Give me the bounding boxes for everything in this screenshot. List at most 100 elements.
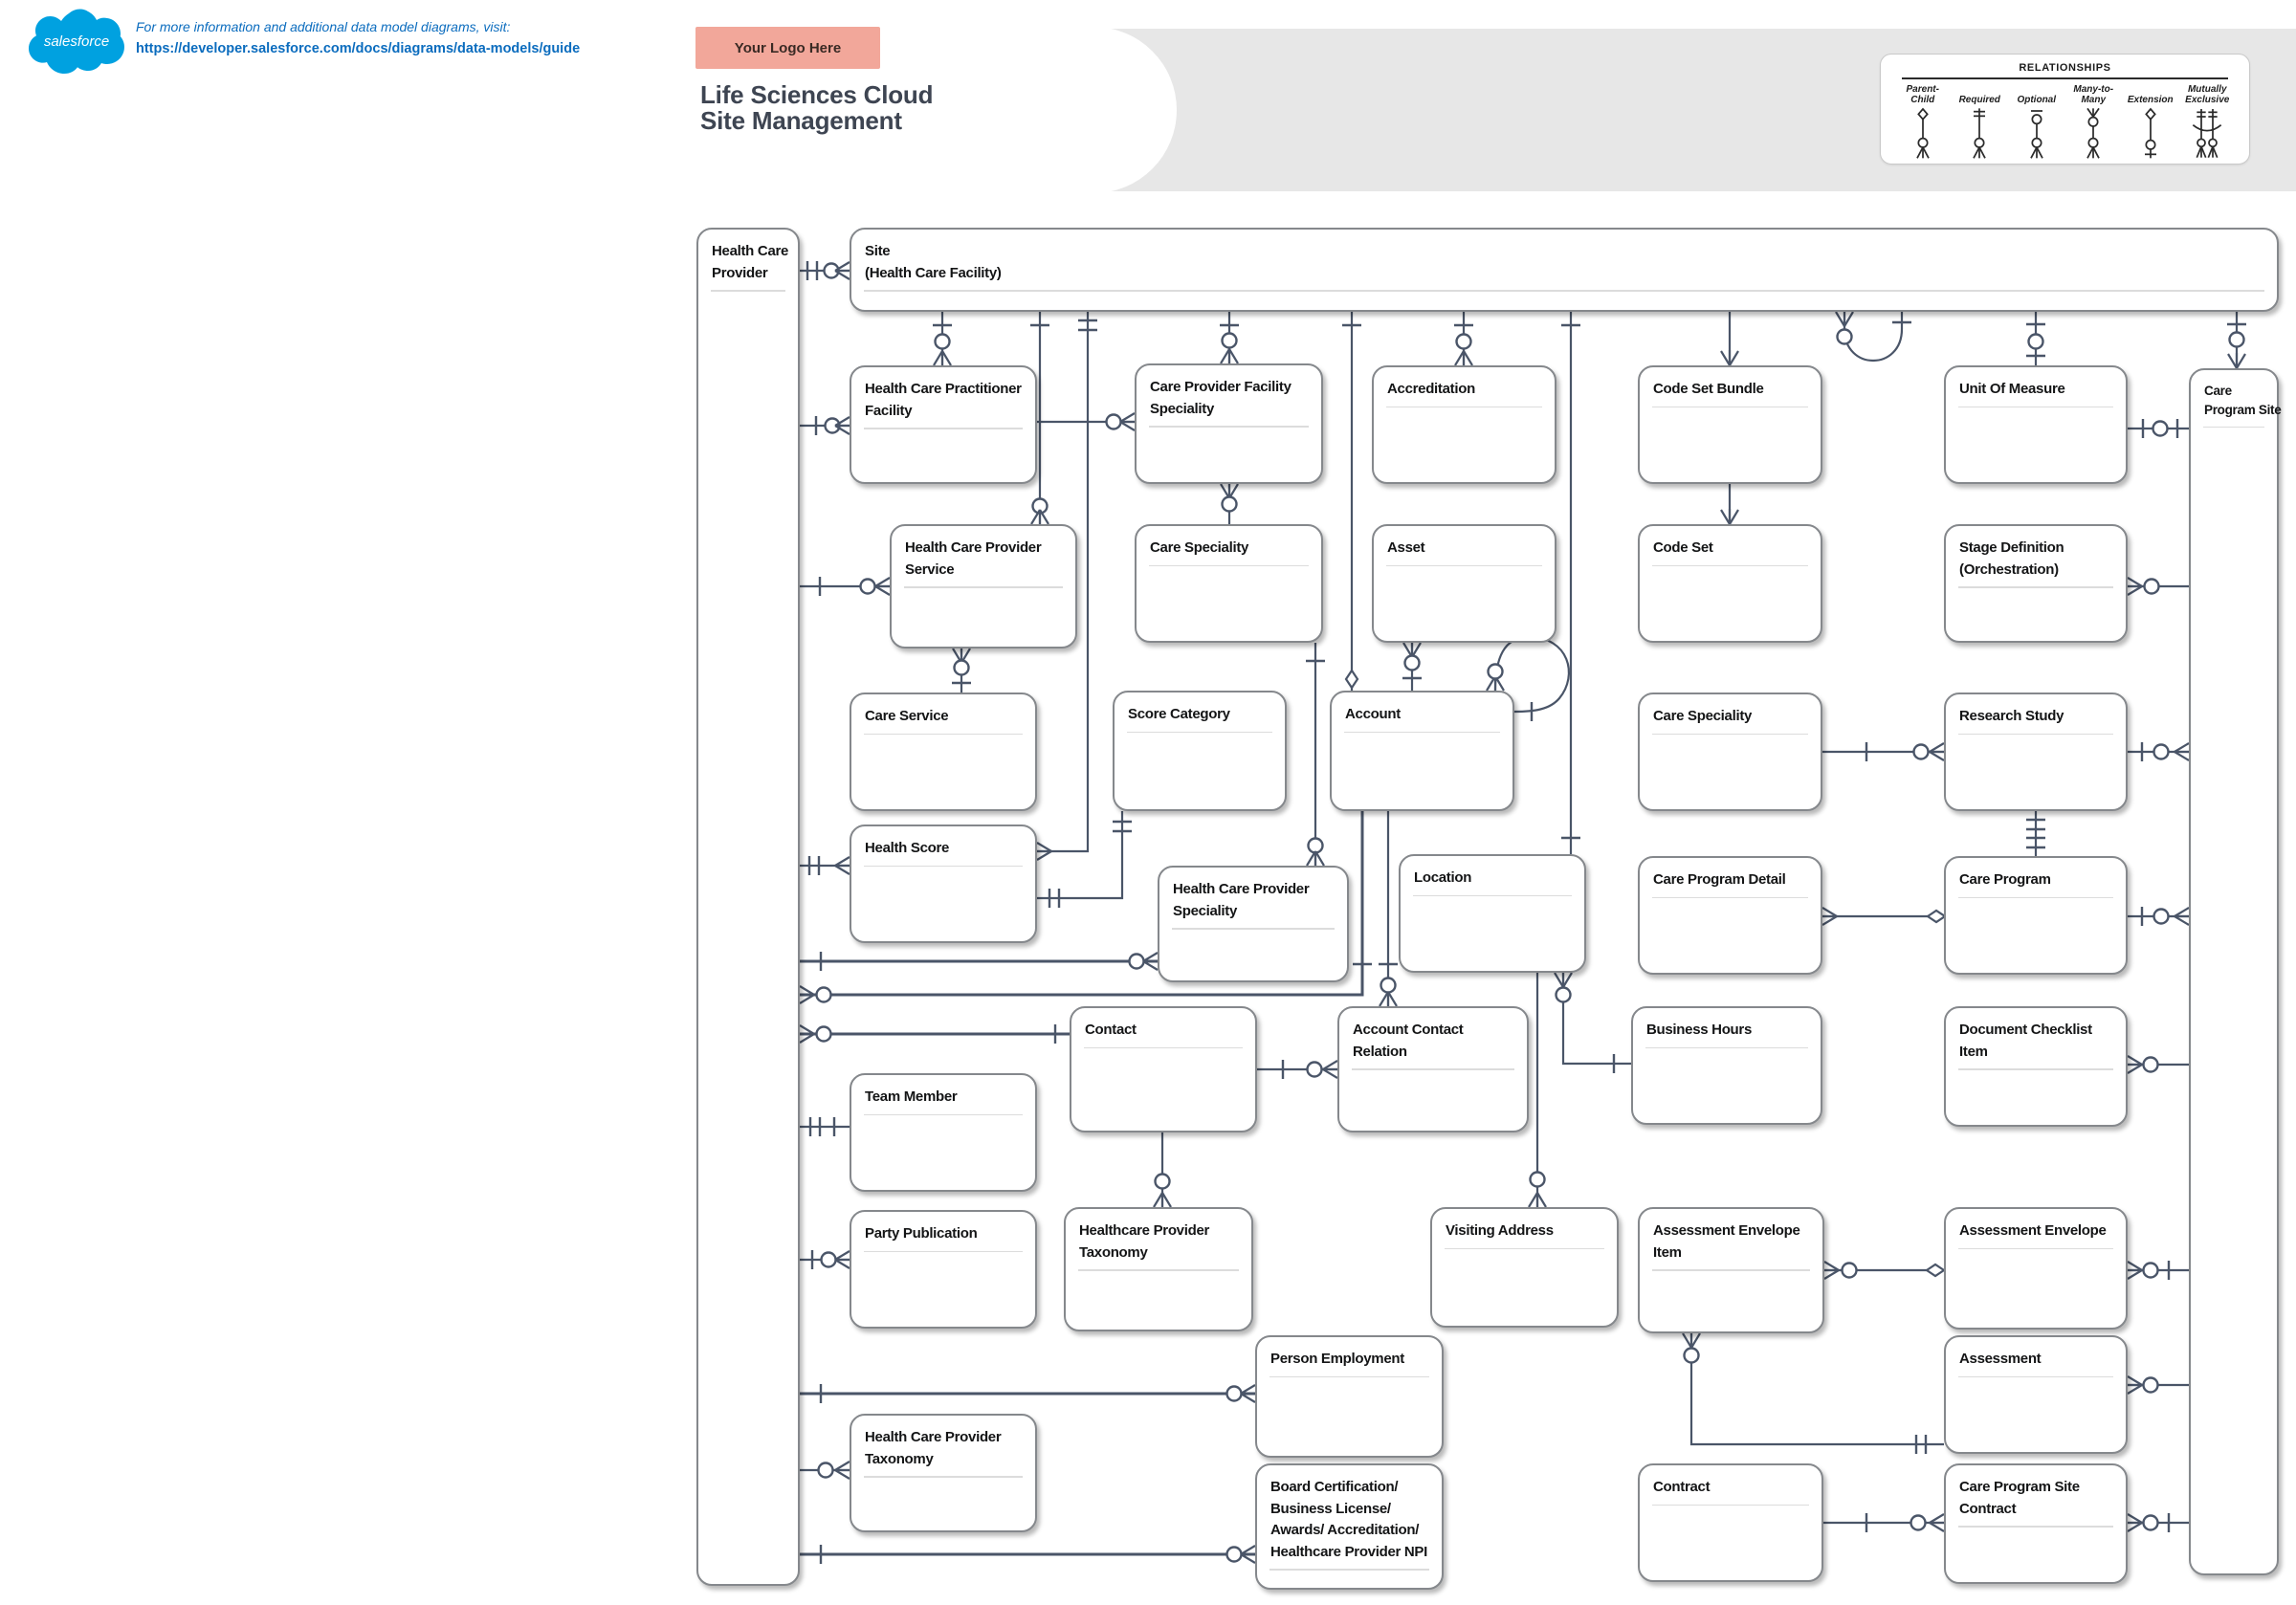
legend-item-label: Required (1958, 95, 2000, 106)
entity-location: Location (1399, 854, 1586, 973)
entity-label: Business Hours (1646, 1022, 1752, 1038)
entity-label: Care Program Site (1959, 1479, 2080, 1495)
entity-label: Health Care Provider (1173, 881, 1310, 897)
entity-separator (1084, 1046, 1243, 1049)
page-title-line1: Life Sciences Cloud (700, 80, 934, 109)
entity-visitingaddress: Visiting Address (1430, 1207, 1619, 1328)
parent-child-icon (1894, 107, 1952, 161)
entity-label: Item (1653, 1243, 1682, 1261)
legend-item-optional: Optional (2008, 83, 2065, 161)
mutually-exclusive-icon (2179, 107, 2237, 161)
entity-separator (1958, 733, 2113, 736)
entity-label: Care Program (1959, 871, 2051, 888)
entity-label: Asset (1387, 539, 1425, 556)
entity-account: Account (1330, 691, 1514, 811)
entity-label: Provider (712, 264, 768, 281)
many-to-many-icon (2065, 107, 2123, 161)
entity-label: Unit Of Measure (1959, 381, 2065, 397)
extension-icon (2122, 107, 2179, 161)
entity-label: Taxonomy (1079, 1243, 1148, 1261)
entity-label: Person Employment (1270, 1351, 1404, 1367)
entity-label: Service (905, 561, 955, 578)
entity-label: (Orchestration) (1959, 561, 2059, 578)
entity-cpd: Care Program Detail (1638, 856, 1822, 975)
legend-item-parent-child: Parent-Child (1894, 83, 1952, 161)
entity-label: Account Contact (1353, 1022, 1464, 1038)
entity-label: Care Provider Facility (1150, 379, 1292, 395)
entity-label: Business License/ (1270, 1500, 1391, 1517)
entity-separator (1645, 1046, 1808, 1049)
entity-stagedef: Stage Definition (Orchestration) (1944, 524, 2128, 643)
entity-separator (1958, 1375, 2113, 1378)
entity-label: Health Care Practitioner (865, 381, 1022, 397)
entity-separator (1269, 1569, 1429, 1571)
entity-label: Speciality (1150, 400, 1215, 417)
entity-label: Assessment Envelope (1653, 1222, 1800, 1239)
entity-separator (1958, 1526, 2113, 1528)
entity-separator (864, 733, 1023, 736)
info-text: For more information and additional data… (136, 19, 580, 56)
entity-healthscore: Health Score (850, 824, 1037, 943)
legend-rule (1902, 77, 2228, 79)
legend-item-label: Child (1910, 95, 1935, 106)
entity-separator (864, 865, 1023, 868)
entity-separator (1958, 406, 2113, 408)
entity-label: Speciality (1173, 902, 1238, 919)
entity-asset: Asset (1372, 524, 1556, 643)
entity-separator (1413, 894, 1572, 897)
entity-separator (1172, 928, 1335, 930)
entity-label: Healthcare Provider NPI (1270, 1543, 1428, 1560)
entity-separator (1958, 1068, 2113, 1070)
legend-item-many-to-many: Many-to-Many (2065, 83, 2123, 161)
page-title-line2: Site Management (700, 106, 902, 136)
entity-researchstudy: Research Study (1944, 693, 2128, 811)
entity-label: Item (1959, 1043, 1988, 1060)
entity-label: Health Score (865, 840, 950, 856)
entity-label: Board Certification/ (1270, 1479, 1399, 1495)
entity-label: Contract (1959, 1500, 2017, 1517)
legend-item-label: Many (2081, 95, 2107, 106)
entity-separator (1652, 564, 1808, 567)
page-title: Life Sciences Cloud Site Management (700, 80, 934, 136)
entity-label: Program Site (2204, 403, 2282, 418)
entity-boardcert: Board Certification/Business License/Awa… (1255, 1463, 1444, 1590)
info-line: For more information and additional data… (136, 19, 511, 34)
entity-separator (1149, 564, 1309, 567)
entity-separator (864, 428, 1023, 429)
required-icon (1952, 107, 2009, 161)
entity-separator (1344, 731, 1500, 734)
entity-label: Health Care Provider (865, 1429, 1002, 1445)
entity-label: Contract (1653, 1479, 1711, 1495)
entity-label: Team Member (865, 1088, 958, 1105)
entity-separator (1445, 1247, 1604, 1250)
legend-item-label: Optional (2017, 95, 2057, 106)
entity-separator (864, 1250, 1023, 1253)
entity-contact: Contact (1070, 1006, 1257, 1132)
legend-item-label: Many-to- (2073, 83, 2114, 95)
entity-separator (1958, 1247, 2113, 1250)
info-link[interactable]: https://developer.salesforce.com/docs/di… (136, 41, 581, 56)
entity-separator (1386, 406, 1542, 408)
entity-separator (1958, 586, 2113, 588)
entity-label: Accreditation (1387, 381, 1475, 397)
entity-label: Stage Definition (1959, 539, 2064, 556)
entity-assessment: Assessment (1944, 1335, 2128, 1454)
entity-label: Healthcare Provider (1079, 1222, 1210, 1239)
entity-separator (1652, 406, 1808, 408)
header-band-curve (1010, 27, 1177, 193)
entity-separator (1127, 731, 1272, 734)
entity-csb: Code Set Bundle (1638, 365, 1822, 484)
entity-label: Care Program Detail (1653, 871, 1786, 888)
legend-item-required: Required (1952, 83, 2009, 161)
entity-carespec1: Care Speciality (1135, 524, 1323, 643)
